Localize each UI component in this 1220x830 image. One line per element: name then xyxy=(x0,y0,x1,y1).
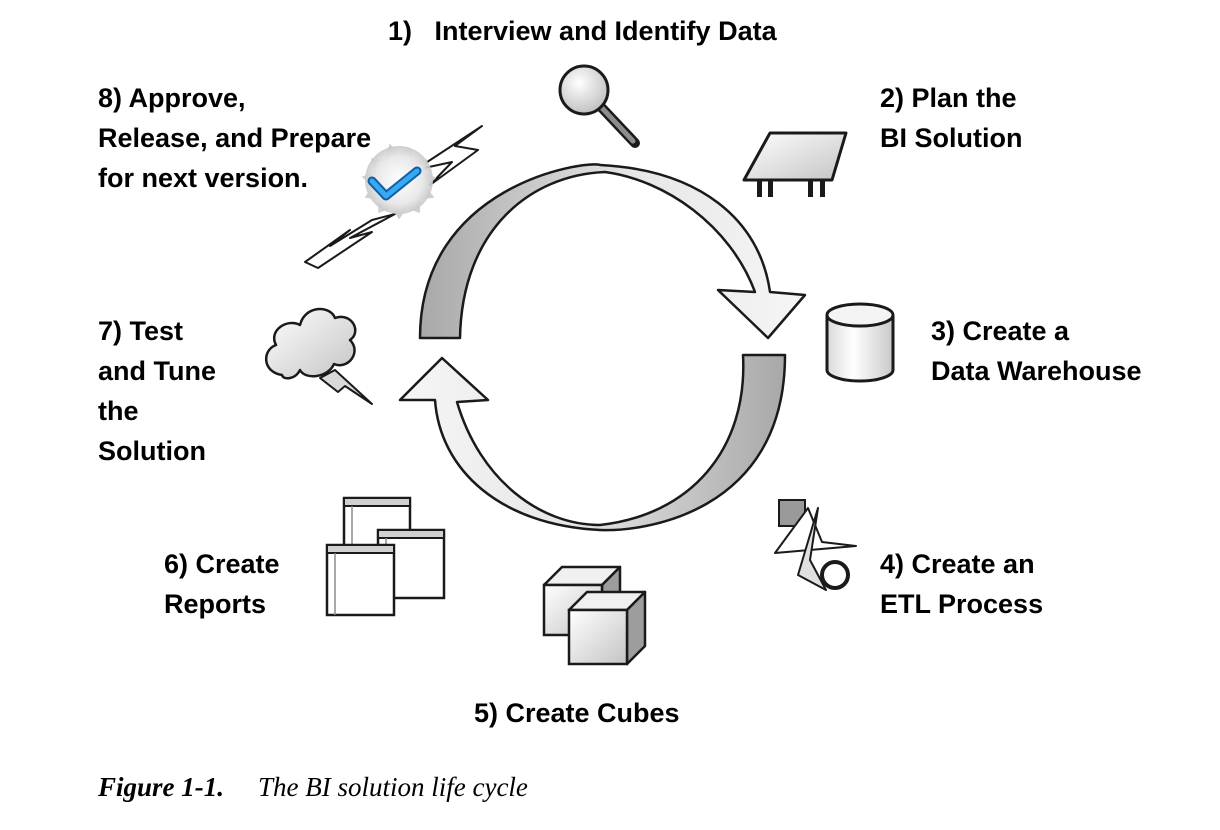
blueprint-table-icon xyxy=(742,131,848,197)
step-7-label: 7) Test and Tune the Solution xyxy=(98,316,224,466)
thought-cloud-icon xyxy=(265,307,373,405)
step-1-label: 1) Interview and Identify Data xyxy=(388,16,778,46)
figure-caption-label: Figure 1-1. xyxy=(97,772,224,802)
database-cylinder-icon xyxy=(825,302,895,383)
step-8-label: 8) Approve, Release, and Prepare for nex… xyxy=(98,83,379,193)
cycle-arrows xyxy=(398,163,807,532)
step-3-label: 3) Create a Data Warehouse xyxy=(931,316,1142,386)
figure-caption-text: The BI solution life cycle xyxy=(258,772,528,802)
reports-windows-icon xyxy=(325,496,446,617)
cubes-icon xyxy=(542,565,647,666)
cycle-arrow-top xyxy=(418,163,807,340)
approval-checkmark-icon xyxy=(304,125,483,269)
cycle-arrow-bottom xyxy=(398,353,787,532)
step-2-label: 2) Plan the BI Solution xyxy=(880,83,1024,153)
step-6-label: 6) Create Reports xyxy=(164,549,287,619)
step-4-label: 4) Create an ETL Process xyxy=(880,549,1043,619)
etl-transform-icon xyxy=(774,499,857,591)
step-5-label: 5) Create Cubes xyxy=(474,698,680,728)
figure-caption: Figure 1-1. The BI solution life cycle xyxy=(97,772,528,802)
magnifier-icon xyxy=(558,64,640,148)
